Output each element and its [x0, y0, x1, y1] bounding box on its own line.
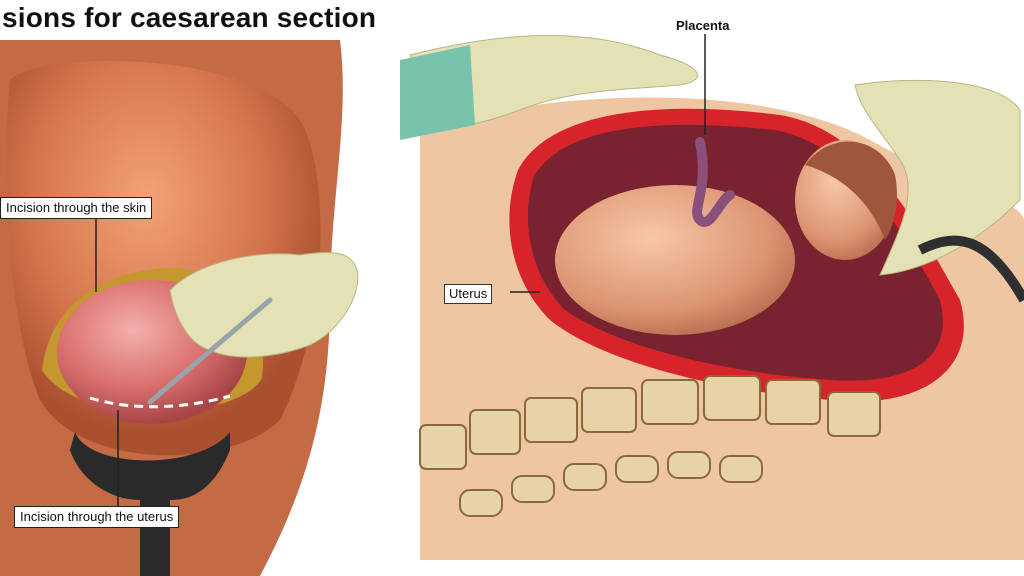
- scalpel: [147, 297, 273, 405]
- label-incision-uterus: Incision through the uterus: [14, 506, 180, 528]
- uterus-incision-line: [89, 394, 231, 409]
- baby-hair: [805, 141, 897, 240]
- umbilical-cord: [692, 137, 735, 228]
- right-panel-illustration: [400, 0, 1024, 576]
- spine: [419, 375, 881, 517]
- gown-sleeve: [400, 45, 475, 140]
- retractor: [70, 432, 230, 576]
- glove-right: [854, 79, 1021, 276]
- baby-body: [555, 185, 795, 335]
- retractor-right: [917, 235, 1024, 303]
- label-placenta: Placenta: [676, 18, 730, 33]
- left-panel-illustration: [0, 40, 400, 576]
- label-incision-skin: Incision through the skin: [0, 197, 153, 219]
- diagram-title: isions for caesarean section: [0, 2, 377, 33]
- label-uterus: Uterus: [444, 284, 493, 304]
- glove-top: [409, 35, 698, 126]
